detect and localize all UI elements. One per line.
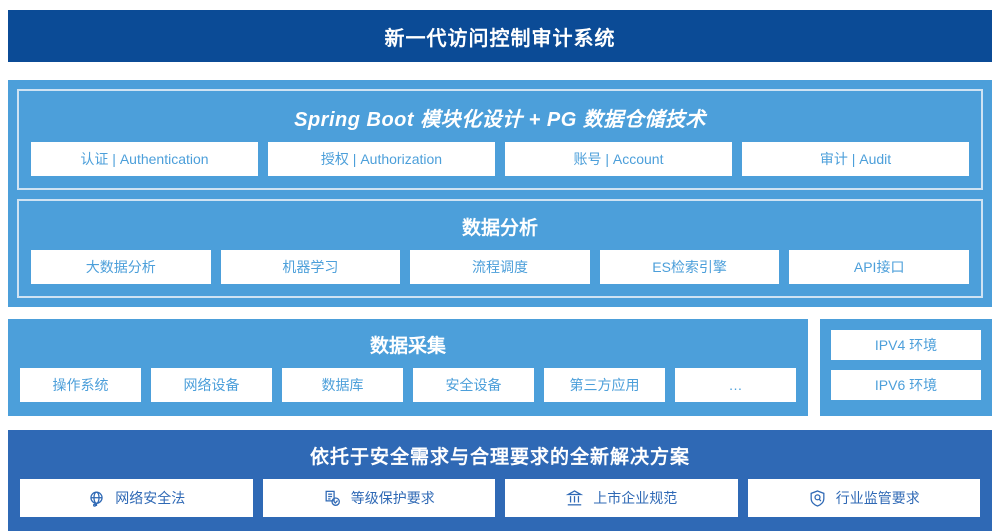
page-title: 新一代访问控制审计系统 [384, 27, 616, 50]
data-analysis-group: 数据分析 大数据分析 机器学习 流程调度 ES检索引擎 API接口 [17, 199, 983, 298]
data-collection-title: 数据采集 [369, 336, 446, 357]
collection-row: 数据采集 操作系统 网络设备 数据库 安全设备 第三方应用 … [8, 319, 992, 416]
chip-grade-protection[interactable]: 等级保护要求 [262, 479, 495, 517]
chip-label: 操作系统 [52, 377, 109, 393]
chip-api-interface[interactable]: API接口 [789, 250, 969, 284]
platform-panel: Spring Boot 模块化设计 + PG 数据仓储技术 认证 | Authe… [8, 80, 992, 307]
bank-icon [565, 489, 584, 508]
solution-title: 依托于安全需求与合理要求的全新解决方案 [309, 447, 690, 468]
chip-authorization[interactable]: 授权 | Authorization [268, 142, 495, 176]
chip-security-device[interactable]: 安全设备 [413, 368, 534, 402]
environment-panel: IPV4 环境 IPV6 环境 [820, 319, 992, 416]
chip-label: API接口 [853, 259, 905, 275]
data-analysis-group-title: 数据分析 [461, 218, 538, 239]
chip-more[interactable]: … [675, 368, 796, 402]
chip-label: 授权 | Authorization [320, 151, 443, 167]
chip-label: IPV4 环境 [874, 337, 938, 353]
data-analysis-chip-row: 大数据分析 机器学习 流程调度 ES检索引擎 API接口 [31, 250, 969, 284]
chip-process-scheduling[interactable]: 流程调度 [410, 250, 590, 284]
chip-label: 账号 | Account [573, 151, 664, 167]
chip-label: 大数据分析 [85, 259, 156, 275]
chip-cybersecurity-law[interactable]: 网络安全法 [20, 479, 253, 517]
globe-icon [87, 489, 106, 508]
data-collection-chip-row: 操作系统 网络设备 数据库 安全设备 第三方应用 … [20, 368, 796, 402]
chip-label: 数据库 [321, 377, 364, 393]
chip-label: IPV6 环境 [874, 377, 938, 393]
chip-label: 上市企业规范 [593, 490, 678, 506]
spring-boot-group-title: Spring Boot 模块化设计 + PG 数据仓储技术 [294, 109, 706, 131]
chip-audit[interactable]: 审计 | Audit [742, 142, 969, 176]
chip-label: 网络安全法 [115, 490, 186, 506]
chip-ipv4-environment[interactable]: IPV4 环境 [831, 330, 981, 360]
chip-label: 安全设备 [445, 377, 502, 393]
spring-boot-chip-row: 认证 | Authentication 授权 | Authorization 账… [31, 142, 969, 176]
chip-label: 审计 | Audit [819, 151, 892, 167]
solution-chip-row: 网络安全法 等级保护要求 [20, 479, 980, 517]
solution-panel: 依托于安全需求与合理要求的全新解决方案 网络安全法 [8, 430, 992, 531]
chip-third-party-app[interactable]: 第三方应用 [544, 368, 665, 402]
chip-operating-system[interactable]: 操作系统 [20, 368, 141, 402]
chip-label: ES检索引擎 [652, 259, 727, 275]
chip-database[interactable]: 数据库 [282, 368, 403, 402]
chip-label: 流程调度 [471, 259, 528, 275]
chip-label: 网络设备 [183, 377, 240, 393]
chip-label: 行业监管要求 [835, 490, 920, 506]
chip-account[interactable]: 账号 | Account [505, 142, 732, 176]
document-check-icon [323, 489, 342, 508]
chip-machine-learning[interactable]: 机器学习 [220, 250, 401, 284]
chip-label: 等级保护要求 [350, 490, 435, 506]
data-collection-panel: 数据采集 操作系统 网络设备 数据库 安全设备 第三方应用 … [8, 319, 808, 416]
chip-es-search-engine[interactable]: ES检索引擎 [599, 250, 780, 284]
chip-label: 机器学习 [282, 259, 339, 275]
chip-authentication[interactable]: 认证 | Authentication [31, 142, 258, 176]
chip-label: … [728, 377, 743, 393]
chip-industry-regulation[interactable]: 行业监管要求 [747, 479, 980, 517]
chip-listed-company-standard[interactable]: 上市企业规范 [505, 479, 738, 517]
chip-label: 认证 | Authentication [80, 151, 209, 167]
spring-boot-group: Spring Boot 模块化设计 + PG 数据仓储技术 认证 | Authe… [17, 89, 983, 190]
chip-ipv6-environment[interactable]: IPV6 环境 [831, 370, 981, 400]
chip-label: 第三方应用 [569, 377, 640, 393]
chip-big-data-analysis[interactable]: 大数据分析 [31, 250, 211, 284]
shield-search-icon [808, 489, 827, 508]
header-bar: 新一代访问控制审计系统 [8, 10, 992, 62]
chip-network-device[interactable]: 网络设备 [151, 368, 272, 402]
